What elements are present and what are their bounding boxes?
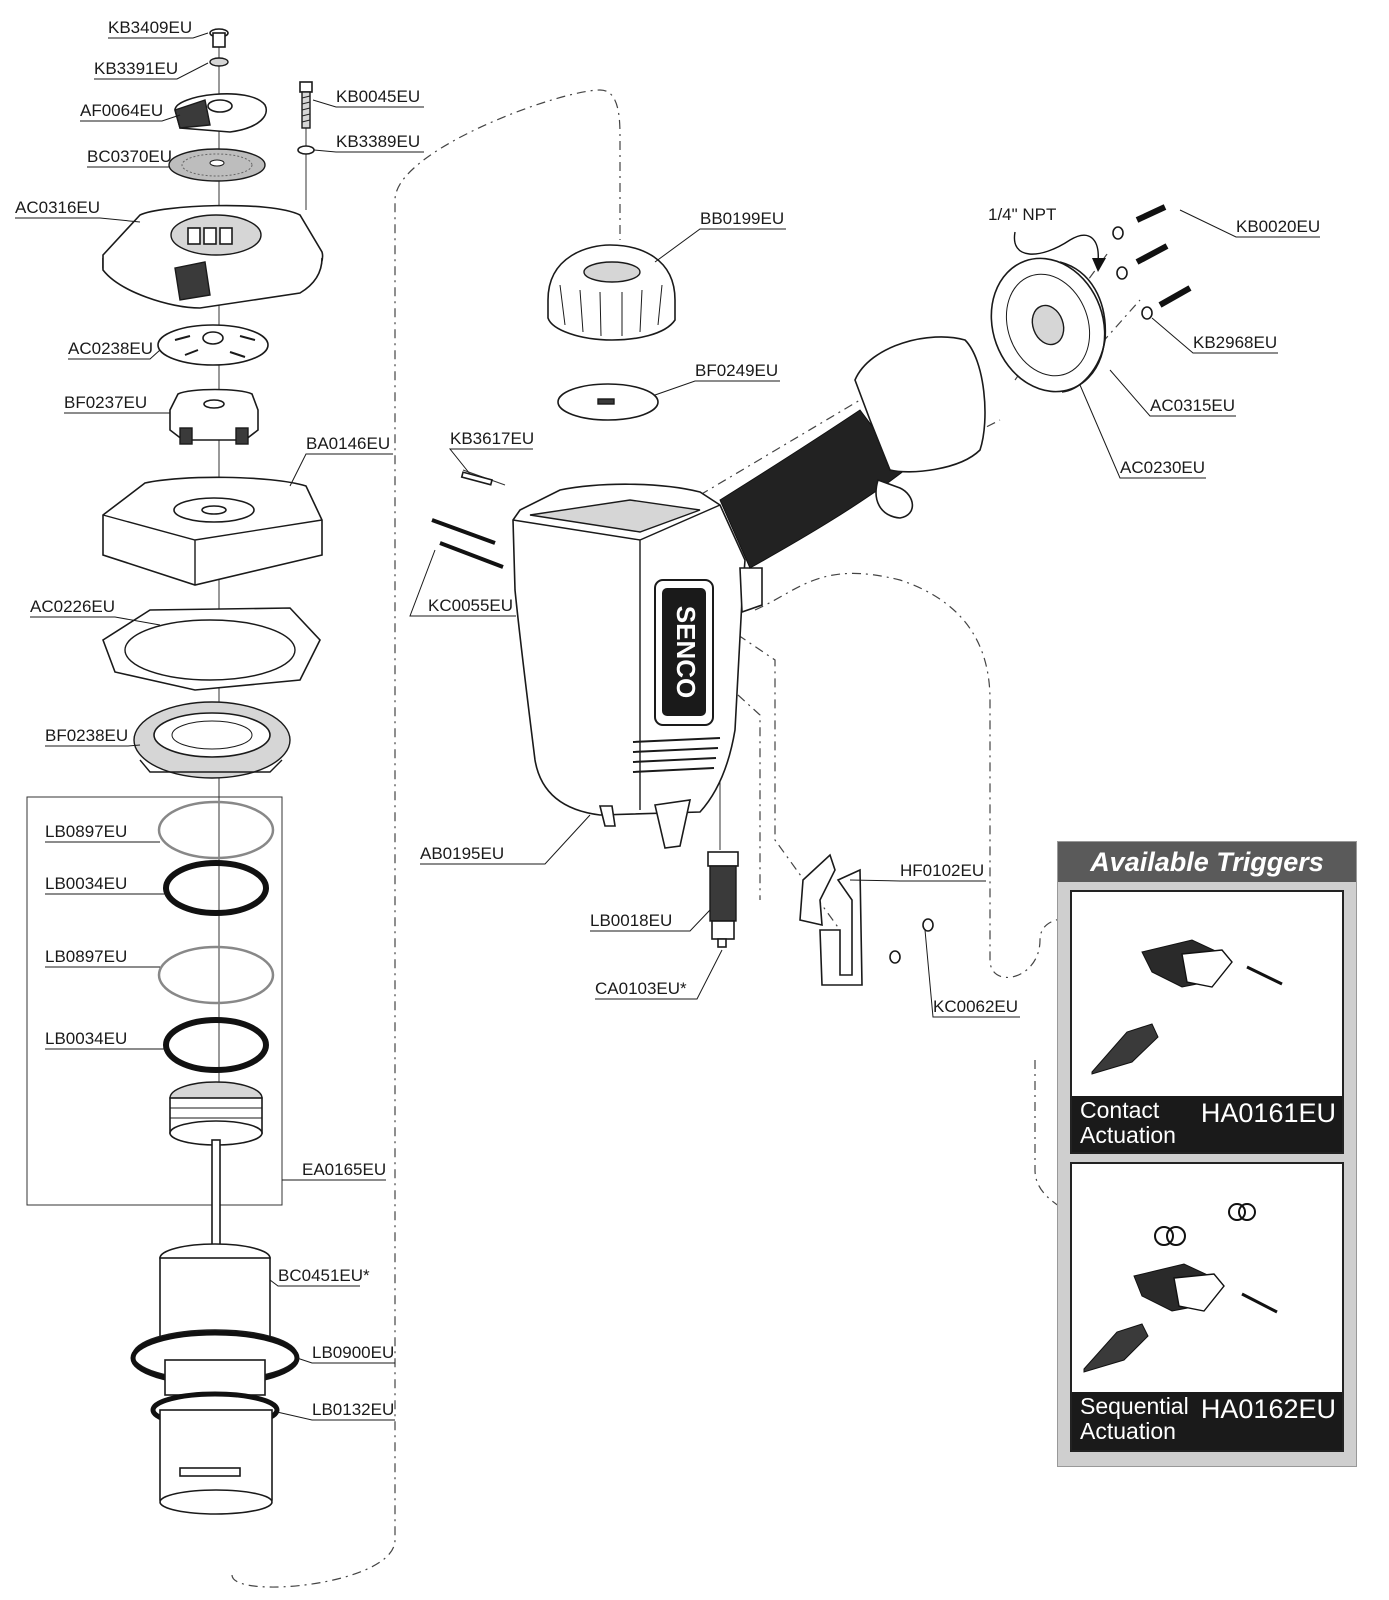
label-ac0316: AC0316EU [15, 198, 100, 217]
label-kb3617: KB3617EU [450, 429, 534, 448]
assembly-path-trigger [754, 572, 1161, 978]
sequential-code: HA0162EU [1200, 1394, 1336, 1424]
label-bc0451: BC0451EU* [278, 1266, 370, 1285]
label-kb3409: KB3409EU [108, 18, 192, 37]
washers-kb2968 [1112, 226, 1153, 320]
sequential-name: Sequential Actuation [1080, 1394, 1189, 1444]
handle [719, 336, 986, 569]
contact-trigger-illustration [1091, 939, 1283, 1075]
sequential-name-line2: Actuation [1080, 1418, 1176, 1444]
seal-bf0249 [557, 383, 659, 421]
trigger-card-sequential: Sequential Actuation HA0162EU [1070, 1162, 1344, 1452]
trigger-valve-lb0018 [707, 851, 739, 948]
part-bf0238 [133, 701, 291, 779]
assembly-path-left [231, 89, 621, 1588]
contact-name-line1: Contact [1080, 1097, 1160, 1123]
label-bf0237: BF0237EU [64, 393, 147, 412]
contact-name-line2: Actuation [1080, 1122, 1176, 1148]
oring-lb0034-b [163, 1017, 269, 1073]
washer-kb3391 [209, 57, 229, 67]
piston-ea0165 [169, 1081, 263, 1281]
oring-lb0034-a [163, 860, 269, 916]
label-hf0102: HF0102EU [900, 861, 984, 880]
valve-disc-ac0238 [157, 324, 269, 366]
contact-footer: Contact Actuation HA0161EU [1072, 1096, 1342, 1152]
trigger-frame-hf0102 [799, 853, 934, 986]
brand-logo: SENCO [671, 606, 701, 698]
body-ab0195: SENCO [512, 483, 763, 849]
cylinder-bc0451 [130, 1243, 300, 1515]
contact-name: Contact Actuation [1080, 1098, 1176, 1148]
label-lb0897-b: LB0897EU [45, 947, 127, 966]
pin-kb3617 [460, 471, 493, 486]
cap-af0064 [174, 93, 267, 133]
contact-code: HA0161EU [1200, 1098, 1336, 1128]
washer-kb3389 [297, 145, 315, 155]
label-lb0034-a: LB0034EU [45, 874, 127, 893]
label-lb0897-a: LB0897EU [45, 822, 127, 841]
npt-arrow [1013, 231, 1099, 263]
pins-kc0055 [431, 518, 504, 569]
ring-lb0897-a [157, 800, 275, 860]
part-labels: KB3409EU KB3391EU AF0064EU KB0045EU KB33… [15, 18, 1320, 1421]
label-kb2968: KB2968EU [1193, 333, 1277, 352]
label-ac0226: AC0226EU [30, 597, 115, 616]
end-cap-ac0315 [990, 257, 1107, 393]
label-kb3391: KB3391EU [94, 59, 178, 78]
sequential-footer: Sequential Actuation HA0162EU [1072, 1392, 1342, 1450]
label-lb0900: LB0900EU [312, 1343, 394, 1362]
label-ca0103: CA0103EU* [595, 979, 687, 998]
exhaust-cap-bb0199 [547, 244, 676, 341]
sequential-trigger-illustration [1083, 1203, 1278, 1373]
label-kb0020: KB0020EU [1236, 217, 1320, 236]
label-bc0370: BC0370EU [87, 147, 172, 166]
piston-assembly-box [26, 796, 283, 1206]
screw-kb3409 [209, 28, 229, 48]
label-ac0238: AC0238EU [68, 339, 153, 358]
label-af0064: AF0064EU [80, 101, 163, 120]
label-ac0230: AC0230EU [1120, 458, 1205, 477]
label-ab0195: AB0195EU [420, 844, 504, 863]
label-ac0315: AC0315EU [1150, 396, 1235, 415]
label-ea0165: EA0165EU [302, 1160, 386, 1179]
label-ba0146: BA0146EU [306, 434, 390, 453]
label-kc0055: KC0055EU [428, 596, 513, 615]
sequential-name-line1: Sequential [1080, 1393, 1189, 1419]
screws-kb0020 [1135, 204, 1192, 308]
label-kc0062: KC0062EU [933, 997, 1018, 1016]
filter-bc0370 [168, 148, 266, 182]
label-bb0199: BB0199EU [700, 209, 784, 228]
npt-arrow-head [1092, 258, 1106, 272]
label-kb0045: KB0045EU [336, 87, 420, 106]
ring-lb0897-b [157, 945, 275, 1005]
triggers-title: Available Triggers [1058, 842, 1356, 882]
gasket-ac0226 [102, 607, 321, 691]
label-lb0018: LB0018EU [590, 911, 672, 930]
label-lb0034-b: LB0034EU [45, 1029, 127, 1048]
label-npt: 1/4" NPT [988, 205, 1056, 224]
label-kb3389: KB3389EU [336, 132, 420, 151]
label-bf0249: BF0249EU [695, 361, 778, 380]
screw-kb0045 [299, 81, 313, 129]
head-cap-ac0316 [102, 204, 324, 309]
available-triggers-panel: Available Triggers Contact Actuation HA0… [1057, 841, 1357, 1467]
cylinder-cap-ba0146 [102, 476, 323, 586]
label-bf0238: BF0238EU [45, 726, 128, 745]
label-lb0132: LB0132EU [312, 1400, 394, 1419]
trigger-card-contact: Contact Actuation HA0161EU [1070, 890, 1344, 1154]
part-bf0237 [169, 388, 259, 445]
